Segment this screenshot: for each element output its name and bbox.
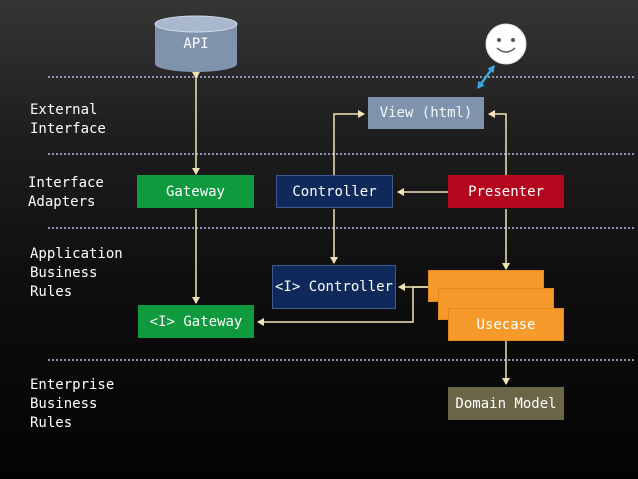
controller-node: Controller: [276, 175, 393, 208]
presenter-node: Presenter: [448, 175, 564, 208]
domain-model-node: Domain Model: [448, 387, 564, 420]
layer-label-enterprise-business-rules: Enterprise Business Rules: [30, 377, 115, 431]
view-html-node: View (html): [368, 97, 484, 129]
arrow-usecase-igateway: [257, 286, 438, 326]
gateway-node: Gateway: [137, 175, 254, 208]
api-database-icon: [154, 15, 238, 72]
usecase-node: Usecase: [448, 308, 564, 341]
api-label: API: [183, 36, 209, 52]
layer-label-application-business-rules: Application Business Rules: [30, 246, 123, 300]
smiley-face-icon: [485, 23, 527, 65]
interface-controller-node: <I> Controller: [272, 265, 396, 309]
interface-gateway-node: <I> Gateway: [138, 305, 254, 338]
arrow-presenter-view: [488, 110, 507, 175]
layer-label-interface-adapters: Interface Adapters: [28, 175, 104, 210]
user-view-link: [476, 65, 496, 89]
layer-label-external-interface: External Interface: [30, 102, 106, 137]
arrow-controller-view: [333, 110, 365, 175]
